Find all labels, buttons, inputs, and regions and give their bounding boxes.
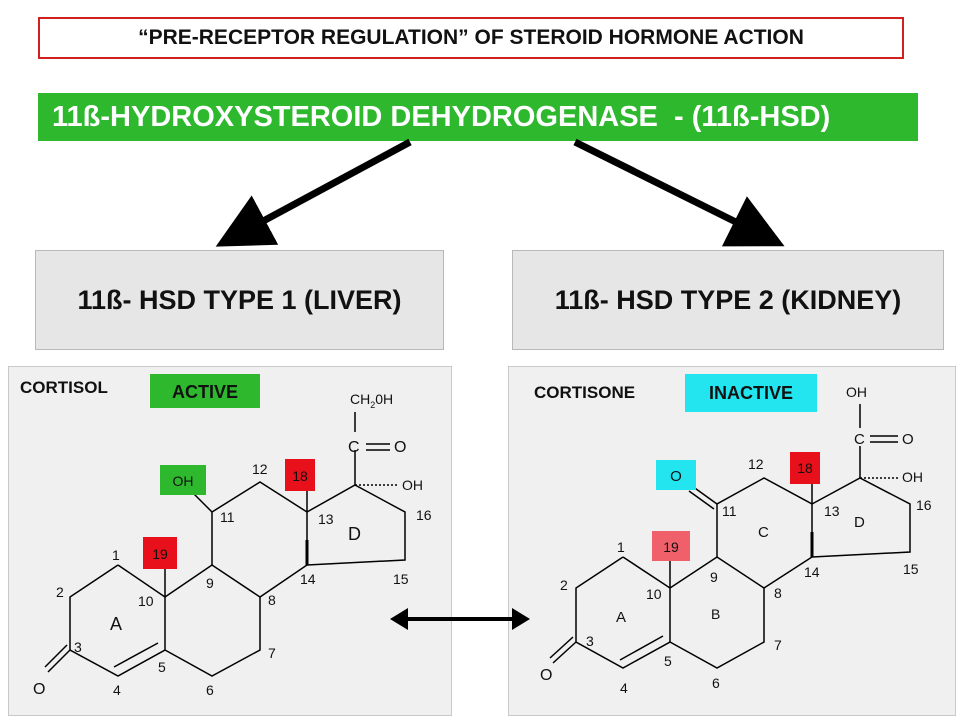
cortisone-o-badge [656,460,696,490]
cortisone-num-13: 13 [824,503,840,519]
cortisone-num-12: 12 [748,456,764,472]
cortisone-structure [549,404,911,669]
cortisol-c18-text: 18 [292,468,308,484]
cortisone-num-6: 6 [712,675,720,691]
cortisol-ring-d: D [348,524,361,544]
cortisone-inactive-badge [685,374,817,412]
cortisol-num-9: 9 [206,575,214,591]
type1-box: 11ß- HSD TYPE 1 (LIVER) [35,250,444,350]
cortisol-num-3: 3 [74,639,82,655]
interconversion-arrow [390,608,530,630]
cortisol-num-2: 2 [56,584,64,600]
cortisone-ring-c: C [758,524,769,541]
cortisone-o: O [902,431,914,448]
enzyme-text: 11ß-HYDROXYSTEROID DEHYDROGENASE - (11ß-… [52,100,831,133]
type1-text: 11ß- HSD TYPE 1 (LIVER) [77,284,402,315]
cortisol-carbon-numbers: 1 2 3 4 5 6 7 8 9 10 11 12 13 14 15 16 [56,461,432,698]
cortisone-ring-b: B [711,606,720,622]
cortisone-num-16: 16 [916,497,932,513]
cortisol-c19-badge [143,537,177,569]
cortisol-c: C [348,439,360,456]
title-text: “PRE-RECEPTOR REGULATION” OF STEROID HOR… [138,26,804,49]
cortisone-c19-badge [652,531,690,561]
cortisol-num-11: 11 [220,509,235,525]
cortisol-active-text: ACTIVE [172,382,238,402]
cortisone-num-15: 15 [903,561,919,577]
enzyme-banner: 11ß-HYDROXYSTEROID DEHYDROGENASE - (11ß-… [38,93,918,141]
cortisone-num-11: 11 [722,503,737,519]
cortisol-ring-a: A [110,614,122,634]
cortisone-num-5: 5 [664,653,672,669]
cortisone-num-3: 3 [586,633,594,649]
type2-box: 11ß- HSD TYPE 2 (KIDNEY) [512,250,944,350]
cortisone-oh-top: OH [846,384,867,400]
cortisol-num-4: 4 [113,682,121,698]
cortisone-c19-text: 19 [663,539,679,555]
cortisol-num-7: 7 [268,645,276,661]
cortisol-num-1: 1 [112,547,120,563]
cortisone-carbon-numbers: 1 2 3 4 5 6 7 8 9 10 11 12 13 14 15 16 [560,456,932,696]
cortisone-inactive-text: INACTIVE [709,383,793,403]
cortisone-num-7: 7 [774,637,782,653]
cortisol-num-13: 13 [318,511,334,527]
cortisol-num-16: 16 [416,507,432,523]
cortisol-num-6: 6 [206,682,214,698]
cortisone-num-9: 9 [710,569,718,585]
arrow-to-type1 [215,138,412,247]
arrow-to-type2 [573,138,785,247]
cortisol-oh-badge [160,465,206,495]
cortisol-panel [8,366,452,716]
cortisone-num-14: 14 [804,564,820,580]
cortisol-ch2: CH20H [350,391,393,410]
cortisol-c19-text: 19 [152,546,168,562]
cortisone-o-text: O [670,468,682,485]
cortisone-num-1: 1 [617,539,625,555]
cortisone-c: C [854,431,865,448]
cortisol-ketone-o: O [33,681,45,698]
cortisol-c18-badge [285,459,315,491]
cortisone-c18-badge [790,452,820,484]
cortisone-ketone-o: O [540,667,552,684]
cortisol-name: CORTISOL [20,378,108,397]
cortisol-num-8: 8 [268,592,276,608]
cortisol-o: O [394,439,406,456]
title-box: “PRE-RECEPTOR REGULATION” OF STEROID HOR… [38,17,904,59]
cortisone-panel [508,366,956,716]
type2-text: 11ß- HSD TYPE 2 (KIDNEY) [554,284,902,315]
cortisone-ring-a: A [616,609,626,626]
cortisol-oh17: OH [402,477,423,493]
cortisol-active-badge [150,374,260,408]
cortisone-num-4: 4 [620,680,628,696]
cortisol-num-10: 10 [138,593,154,609]
cortisol-num-14: 14 [300,571,316,587]
cortisol-num-5: 5 [158,659,166,675]
cortisol-oh-text: OH [173,473,194,489]
cortisone-c18-text: 18 [797,460,813,476]
cortisone-ring-d: D [854,514,865,531]
cortisol-num-12: 12 [252,461,268,477]
cortisone-num-10: 10 [646,586,662,602]
cortisol-num-15: 15 [393,571,409,587]
cortisone-name: CORTISONE [534,383,635,402]
cortisone-num-8: 8 [774,585,782,601]
cortisone-oh17: OH [902,469,923,485]
cortisol-structure [44,412,406,677]
cortisone-num-2: 2 [560,577,568,593]
